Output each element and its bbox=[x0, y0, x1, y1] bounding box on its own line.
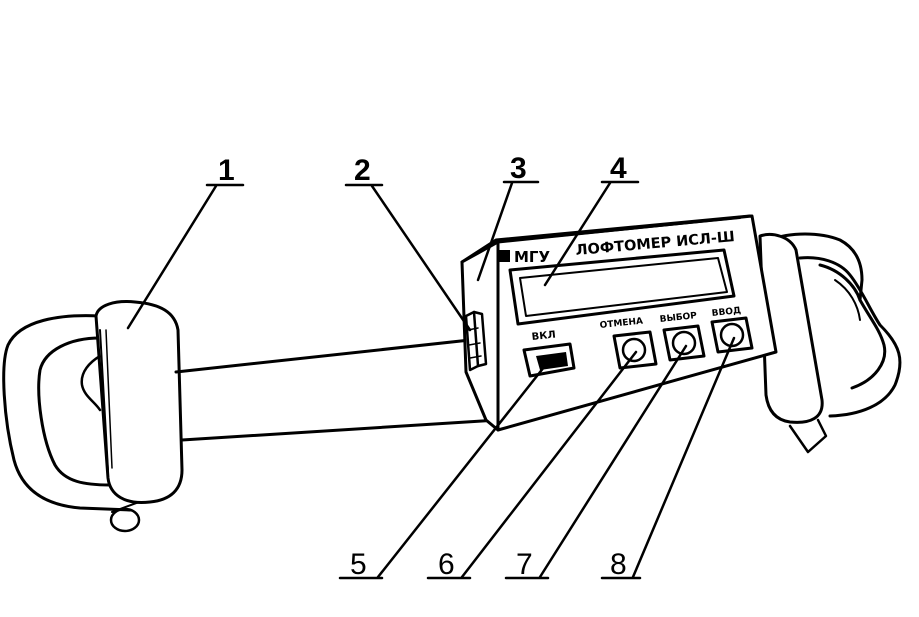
enter-label: ВВОД bbox=[711, 306, 741, 319]
callout-5-leader bbox=[376, 360, 550, 579]
display-screen bbox=[508, 248, 736, 326]
callout-1-leader bbox=[126, 184, 218, 330]
brand-logo-icon bbox=[498, 250, 510, 262]
power-label: ВКЛ bbox=[531, 330, 556, 343]
brand-label: МГУ bbox=[514, 248, 550, 266]
leader-lines bbox=[126, 180, 736, 580]
callout-6-leader bbox=[460, 350, 638, 579]
callout-4: 4 bbox=[610, 152, 627, 185]
callout-8-leader bbox=[631, 336, 736, 579]
enter-button[interactable]: ВВОД bbox=[710, 306, 754, 354]
callout-5: 5 bbox=[350, 548, 367, 581]
cancel-label: ОТМЕНА bbox=[599, 316, 643, 330]
callout-3: 3 bbox=[510, 152, 527, 185]
cancel-button[interactable]: ОТМЕНА bbox=[599, 316, 658, 370]
callout-numbers: 1 2 3 4 5 6 7 8 bbox=[218, 152, 627, 581]
left-end-cap bbox=[94, 300, 184, 505]
select-button[interactable]: ВЫБОР bbox=[659, 311, 706, 362]
callout-8: 8 bbox=[610, 548, 627, 581]
rod bbox=[174, 338, 500, 442]
callout-2: 2 bbox=[354, 154, 371, 187]
select-label: ВЫБОР bbox=[659, 311, 698, 325]
callout-6: 6 bbox=[438, 548, 455, 581]
callout-7-leader bbox=[538, 344, 688, 579]
callout-2-leader bbox=[370, 184, 472, 332]
callout-4-leader bbox=[543, 181, 612, 287]
callout-1: 1 bbox=[218, 154, 235, 187]
callout-7: 7 bbox=[516, 548, 533, 581]
right-handle bbox=[758, 232, 902, 454]
callout-3-leader bbox=[476, 181, 514, 282]
